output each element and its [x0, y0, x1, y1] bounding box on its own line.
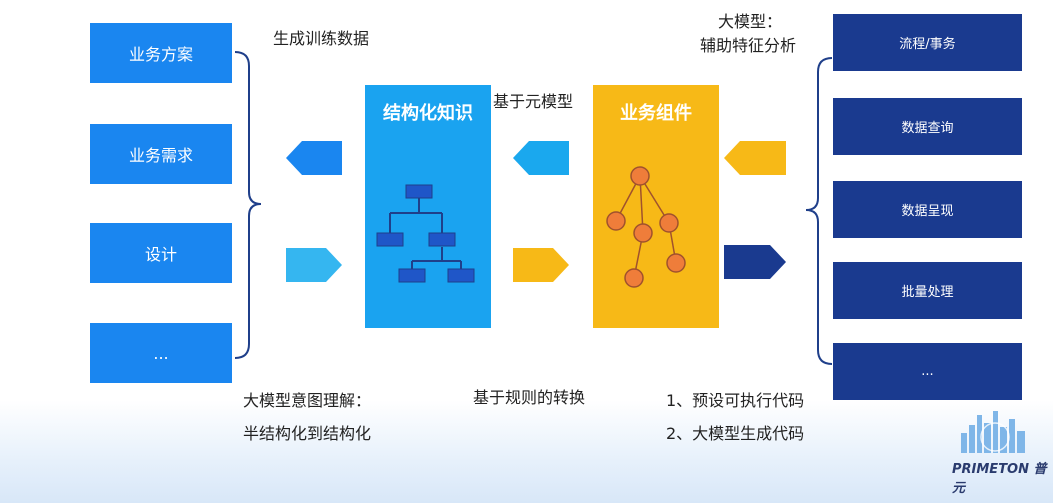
label-meta-model: 基于元模型	[493, 92, 574, 111]
label-code-line2: 2、大模型生成代码	[666, 424, 805, 443]
panel-business-components-title: 业务组件	[620, 103, 692, 124]
right-box-process-transaction: 流程/事务	[833, 14, 1022, 71]
left-bracket	[234, 51, 262, 359]
right-box-more: ...	[833, 343, 1022, 400]
arrow-to-components	[513, 248, 569, 282]
arrow-to-components-from-right	[724, 141, 786, 175]
right-box-data-presentation: 数据呈现	[833, 181, 1022, 238]
label-rule-convert: 基于规则的转换	[473, 388, 586, 407]
panel-structured-knowledge: 结构化知识	[365, 85, 491, 328]
label-code-line1: 1、预设可执行代码	[666, 391, 805, 410]
label-intent-line1: 大模型意图理解：	[243, 391, 372, 410]
left-box-business-plan: 业务方案	[90, 23, 232, 83]
right-box-batch-processing: 批量处理	[833, 262, 1022, 319]
panel-structured-knowledge-title: 结构化知识	[383, 103, 473, 124]
right-box-data-query: 数据查询	[833, 98, 1022, 155]
background-wave	[0, 400, 1053, 503]
arrow-to-knowledge-from-components	[513, 141, 569, 175]
tree-graph-icon	[606, 166, 686, 288]
hierarchy-diagram-icon	[376, 184, 475, 283]
label-llm-line2: 辅助特征分析	[700, 36, 797, 55]
label-llm-line1: 大模型：	[718, 12, 783, 31]
arrow-to-right-boxes	[724, 245, 786, 279]
panel-business-components: 业务组件	[593, 85, 719, 328]
city-skyline-logo-icon	[961, 411, 1025, 453]
primeton-logo-text: PRIMETON 普元	[952, 462, 1047, 496]
label-intent-line2: 半结构化到结构化	[243, 424, 372, 443]
left-box-business-requirement: 业务需求	[90, 124, 232, 184]
arrow-right-to-knowledge	[286, 248, 342, 282]
left-box-more: ...	[90, 323, 232, 383]
label-gen-training-data: 生成训练数据	[273, 29, 370, 48]
right-bracket	[805, 57, 833, 365]
left-box-design: 设计	[90, 223, 232, 283]
arrow-left-to-sources	[286, 141, 342, 175]
